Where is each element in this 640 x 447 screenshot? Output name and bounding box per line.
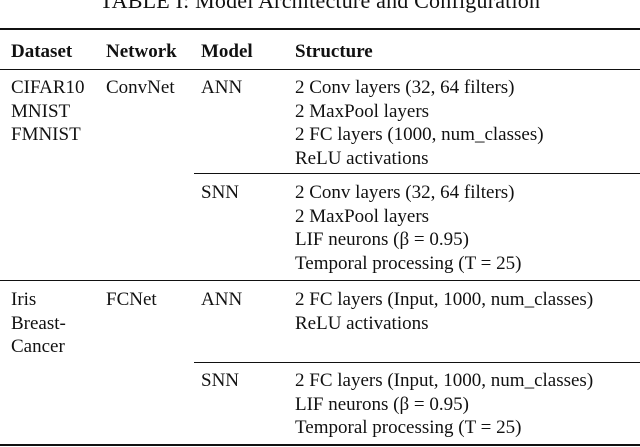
bottom-rule [0, 444, 640, 446]
header-structure: Structure [295, 41, 373, 62]
structure-line: LIF neurons (β = 0.95) [295, 229, 469, 250]
dataset-name: Breast- [11, 312, 66, 334]
structure-cell: 2 Conv layers (32, 64 filters) 2 MaxPool… [295, 76, 544, 170]
model-cell: ANN [201, 77, 243, 98]
dataset-name: Cancer [11, 336, 65, 357]
structure-cell: 2 FC layers (Input, 1000, num_classes) R… [295, 288, 593, 335]
model-divider-rule [194, 173, 640, 174]
model-cell: SNN [201, 370, 240, 391]
top-rule [0, 28, 640, 30]
model-divider-rule [194, 362, 640, 363]
table-caption: TABLE I: Model Architecture and Configur… [99, 0, 541, 13]
dataset-name: MNIST [11, 100, 71, 122]
network-cell: ConvNet [106, 77, 175, 98]
network-cell: FCNet [106, 289, 157, 310]
structure-line: 2 FC layers (Input, 1000, num_classes) [295, 289, 594, 310]
model-cell: SNN [201, 182, 240, 203]
group-divider-rule [0, 280, 640, 281]
structure-line: ReLU activations [295, 147, 429, 169]
header-network: Network [106, 41, 177, 62]
structure-line: Temporal processing (T = 25) [295, 252, 522, 274]
structure-line: 2 Conv layers (32, 64 filters) [295, 182, 515, 203]
structure-line: ReLU activations [295, 312, 429, 334]
structure-line: 2 Conv layers (32, 64 filters) [295, 77, 515, 98]
structure-cell: 2 Conv layers (32, 64 filters) 2 MaxPool… [295, 181, 521, 275]
header-dataset: Dataset [11, 41, 73, 62]
structure-line: LIF neurons (β = 0.95) [295, 393, 469, 415]
structure-line: 2 FC layers (1000, num_classes) [295, 124, 544, 145]
model-cell: ANN [201, 289, 243, 310]
header-model: Model [201, 41, 253, 62]
dataset-cell: CIFAR10 MNIST FMNIST [11, 76, 85, 147]
structure-line: Temporal processing (T = 25) [295, 417, 522, 438]
header-rule [0, 69, 640, 70]
dataset-name: FMNIST [11, 124, 81, 145]
structure-cell: 2 FC layers (Input, 1000, num_classes) L… [295, 369, 593, 440]
structure-line: 2 FC layers (Input, 1000, num_classes) [295, 370, 594, 391]
dataset-name: Iris [11, 289, 37, 310]
dataset-cell: Iris Breast- Cancer [11, 288, 66, 359]
dataset-name: CIFAR10 [11, 77, 85, 98]
structure-line: 2 MaxPool layers [295, 100, 430, 122]
structure-line: 2 MaxPool layers [295, 205, 430, 227]
